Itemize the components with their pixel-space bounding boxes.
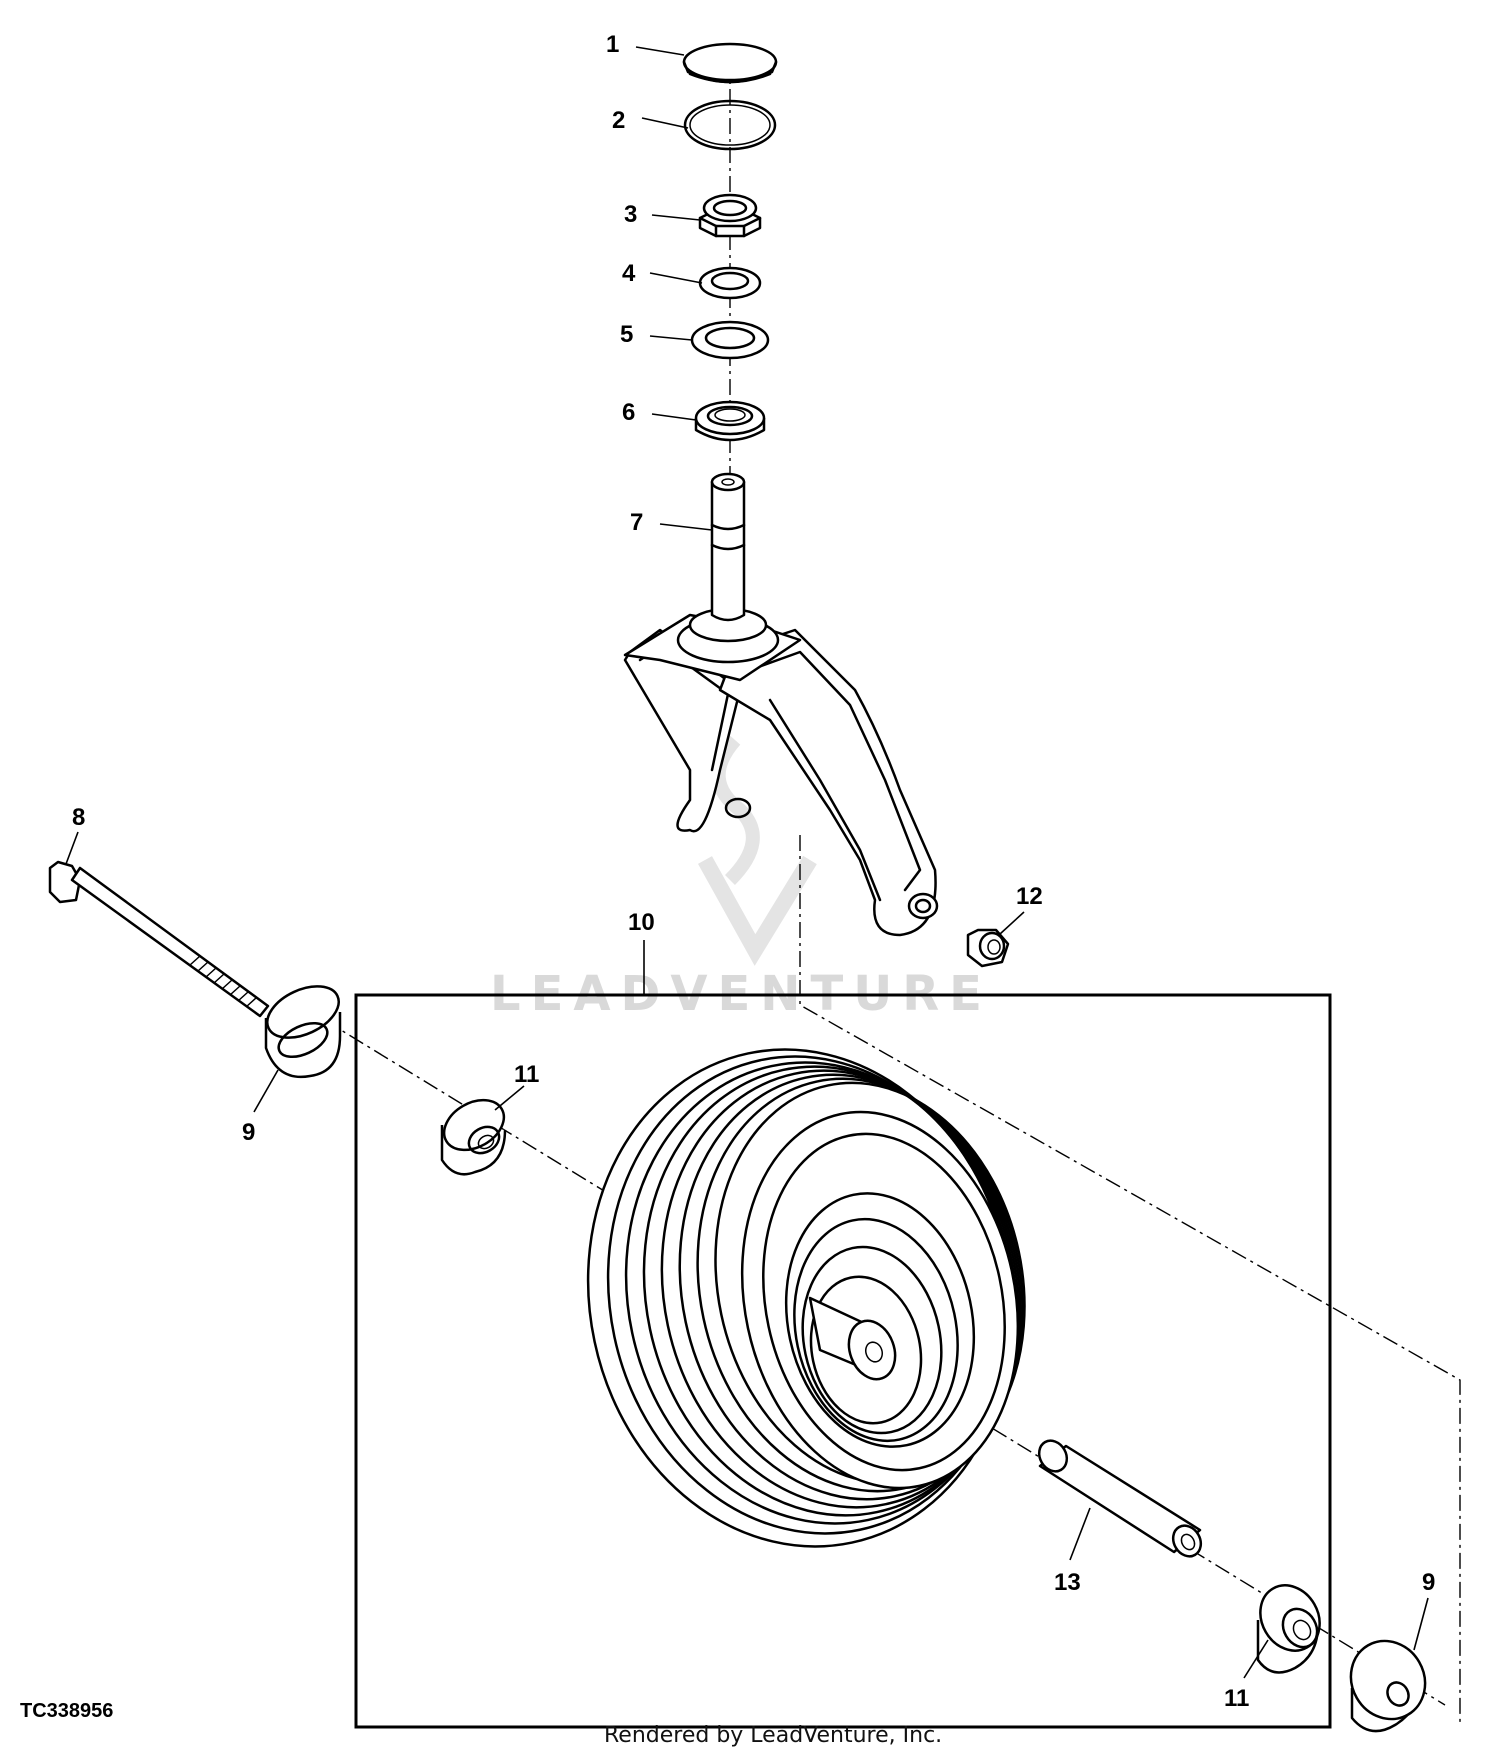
part-4-washer (698, 266, 762, 300)
callout-12: 12 (1016, 883, 1043, 910)
callout-6: 6 (622, 399, 635, 426)
callout-1: 1 (606, 31, 619, 58)
part-10-wheel (586, 1048, 1026, 1548)
callout-4: 4 (622, 260, 636, 287)
callouts: 1 2 3 4 5 6 7 8 9 10 11 12 13 11 9 (72, 31, 1435, 1712)
part-1-cap (682, 42, 778, 84)
callout-11-upper: 11 (514, 1061, 539, 1088)
callout-9-right: 9 (1422, 1569, 1435, 1596)
callout-8: 8 (72, 804, 85, 831)
part-7-caster-fork (623, 472, 939, 937)
callout-10: 10 (628, 909, 655, 936)
callout-9-left: 9 (242, 1119, 255, 1146)
callout-7: 7 (630, 509, 643, 536)
part-8-bolt (48, 860, 270, 1018)
leader-lines (65, 46, 1429, 1679)
part-9-spacer-left (264, 985, 342, 1079)
part-12-nut (966, 928, 1010, 968)
part-13-axle-tube (1037, 1439, 1203, 1558)
callout-3: 3 (624, 201, 637, 228)
figure-id: TC338956 (20, 1700, 113, 1722)
callout-5: 5 (620, 321, 633, 348)
part-11-bearing-lower (1256, 1584, 1321, 1674)
callout-11-lower: 11 (1224, 1685, 1249, 1712)
callout-2: 2 (612, 107, 625, 134)
part-3-hex-nut (698, 193, 762, 238)
render-credit: Rendered by LeadVenture, Inc. (604, 1723, 942, 1748)
part-6-bearing (694, 400, 766, 442)
wheel-assembly-box (354, 993, 1332, 1729)
part-11-bearing-upper (440, 1098, 507, 1176)
part-9-spacer-right (1349, 1639, 1427, 1733)
part-2-oring (683, 99, 777, 151)
part-5-washer (690, 320, 770, 360)
callout-13: 13 (1054, 1569, 1081, 1596)
